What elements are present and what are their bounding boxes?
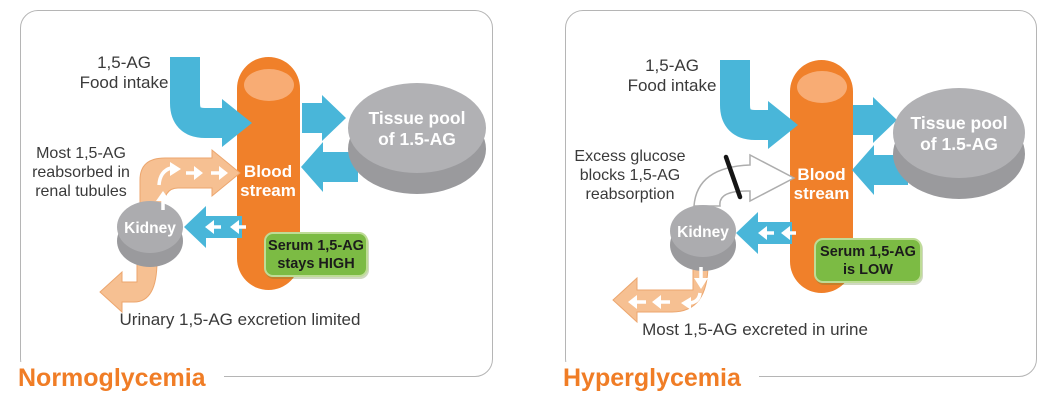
tissue-pool-line1: Tissue pool: [368, 108, 466, 128]
tissue-pool-line2: of 1.5-AG: [920, 134, 998, 154]
blood-vessel-shape: [790, 60, 853, 293]
food-intake-label: 1,5-AG Food intake: [588, 56, 756, 96]
block-slash: [723, 154, 743, 200]
blood-stream-label: Blood stream: [789, 165, 854, 203]
urinary-note-text: Urinary 1,5-AG excretion limited: [119, 310, 361, 329]
urinary-excretion-arrow: [612, 263, 709, 324]
serum-status-line1: Serum 1,5-AG: [820, 244, 916, 260]
serum-status-line1: Serum 1,5-AG: [268, 238, 364, 254]
food-intake-line1: 1,5-AG: [645, 56, 699, 75]
tissue-pool-shape: [348, 83, 486, 173]
kidney-label: Kidney: [669, 223, 737, 243]
urinary-note-text: Most 1,5-AG excreted in urine: [642, 320, 868, 339]
urinary-excretion-arrow: [99, 260, 158, 314]
reabsorption-note: Most 1,5-AG reabsorbed in renal tubules: [16, 144, 146, 201]
blood-stream-line2: stream: [793, 184, 850, 203]
serum-status-badge: Serum 1,5-AG is LOW: [814, 238, 922, 283]
kidney-label: Kidney: [116, 219, 184, 239]
glucose-block-line1: Excess glucose: [574, 148, 686, 165]
tissue-pool-label: Tissue pool of 1.5-AG: [892, 113, 1026, 155]
normoglycemia-graphics: [99, 57, 486, 314]
blood-vessel-shape: [237, 57, 300, 290]
tissue-pool-shape: [893, 88, 1025, 178]
kidney-shape: [670, 205, 736, 257]
tissue-to-blood-arrow: [301, 142, 358, 192]
food-intake-arrowhead: [222, 99, 252, 147]
hyperglycemia-graphics: [612, 60, 1025, 324]
food-intake-line2: Food intake: [79, 73, 169, 92]
food-intake-arrow: [720, 60, 768, 140]
blood-to-tissue-arrow: [302, 95, 346, 141]
tissue-pool-label: Tissue pool of 1.5-AG: [347, 108, 487, 150]
panel-title-normoglycemia: Normoglycemia: [14, 362, 224, 394]
glucose-block-line3: reabsorption: [585, 186, 675, 203]
reabsorption-note-line3: renal tubules: [35, 183, 127, 200]
glucose-block-line2: blocks 1,5-AG: [579, 167, 681, 184]
blood-to-tissue-arrow: [853, 97, 897, 143]
reabsorption-note-line2: reabsorbed in: [32, 164, 130, 181]
food-intake-arrowhead: [768, 101, 798, 149]
food-intake-line2: Food intake: [627, 76, 717, 95]
blood-vessel-top-shape: [797, 71, 847, 103]
urinary-note: Most 1,5-AG excreted in urine: [605, 320, 905, 340]
kidney-text: Kidney: [124, 220, 176, 237]
kidney-shape: [117, 201, 183, 253]
reabsorption-note-line1: Most 1,5-AG: [36, 145, 126, 162]
serum-status-line2: stays HIGH: [277, 256, 355, 272]
food-intake-arrow: [170, 57, 222, 138]
food-intake-line1: 1,5-AG: [97, 53, 151, 72]
serum-status-badge: Serum 1,5-AG stays HIGH: [264, 232, 368, 277]
food-intake-label: 1,5-AG Food intake: [40, 53, 208, 93]
blood-stream-line2: stream: [240, 181, 296, 200]
glucose-block-note: Excess glucose blocks 1,5-AG reabsorptio…: [565, 147, 695, 204]
panel-title-hyperglycemia: Hyperglycemia: [559, 362, 759, 394]
flow-direction-arrows: [156, 162, 246, 234]
blood-stream-line1: Blood: [243, 162, 293, 181]
blocked-reabsorption-arrow: [693, 153, 796, 207]
urinary-note: Urinary 1,5-AG excretion limited: [90, 310, 390, 330]
blood-vessel-top-shape: [244, 69, 294, 101]
blood-stream-label: Blood stream: [236, 162, 300, 200]
serum-status-line2: is LOW: [843, 262, 893, 278]
kidney-text: Kidney: [677, 224, 729, 241]
tissue-pool-line1: Tissue pool: [910, 113, 1008, 133]
flow-direction-arrows: [628, 226, 796, 310]
blood-stream-line1: Blood: [797, 165, 846, 184]
tissue-pool-line2: of 1.5-AG: [378, 129, 456, 149]
